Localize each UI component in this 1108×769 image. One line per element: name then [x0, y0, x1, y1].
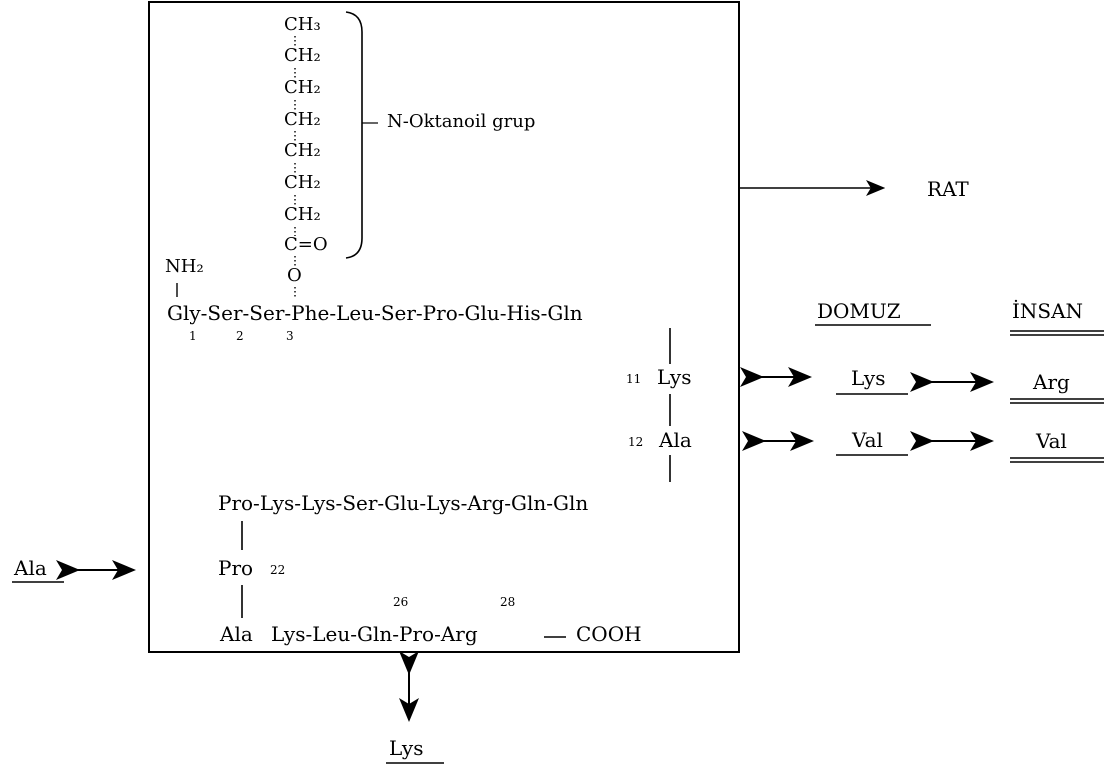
human-residue-11: Arg: [1033, 370, 1070, 394]
carboxyl-terminus: COOH: [576, 622, 642, 646]
sequence-row-1: Gly-Ser-Ser-Phe-Leu-Ser-Pro-Glu-His-Gln: [167, 301, 583, 325]
octanoyl-bracket: [345, 11, 363, 259]
residue-23: Ala: [220, 622, 253, 646]
chain-ch2-5: CH₂: [284, 172, 321, 193]
position-1: 1: [189, 329, 197, 343]
amino-terminus: NH₂: [165, 256, 204, 277]
variant-residue-23: Ala: [14, 556, 47, 580]
chain-ch2-2: CH₂: [284, 77, 321, 98]
position-26: 26: [393, 595, 409, 609]
pig-header: DOMUZ: [817, 299, 901, 323]
chain-ch2-6: CH₂: [284, 204, 321, 225]
sequence-row-2: Pro-Lys-Lys-Ser-Glu-Lys-Arg-Gln-Gln: [218, 491, 589, 515]
rat-sequence-box: [148, 1, 740, 653]
human-header: İNSAN: [1012, 299, 1084, 323]
chain-ch2-4: CH₂: [284, 140, 321, 161]
position-22: 22: [270, 563, 286, 577]
residue-12: Ala: [659, 428, 692, 452]
rat-label: RAT: [927, 177, 969, 201]
underlines: [12, 324, 1104, 764]
chain-carbonyl: C=O: [284, 234, 328, 255]
position-12: 12: [628, 435, 644, 449]
double-arrows: [56, 367, 994, 722]
octanoyl-label: N-Oktanoil grup: [387, 111, 536, 132]
residue-11: Lys: [657, 365, 692, 389]
residue-22: Pro: [218, 556, 254, 580]
pig-residue-12: Val: [852, 428, 883, 452]
position-2: 2: [236, 329, 244, 343]
position-11: 11: [626, 372, 642, 386]
sequence-row-3: Lys-Leu-Gln-Pro-Arg: [271, 622, 478, 646]
position-28: 28: [500, 595, 516, 609]
variant-residue-26: Lys: [389, 736, 424, 760]
chain-oxygen: O: [287, 265, 302, 286]
chain-ch2-3: CH₂: [284, 109, 321, 130]
chain-ch2-1: CH₂: [284, 45, 321, 66]
pig-residue-11: Lys: [851, 366, 886, 390]
position-3: 3: [286, 329, 294, 343]
chain-ch3: CH₃: [284, 14, 321, 35]
human-residue-12: Val: [1036, 429, 1067, 453]
